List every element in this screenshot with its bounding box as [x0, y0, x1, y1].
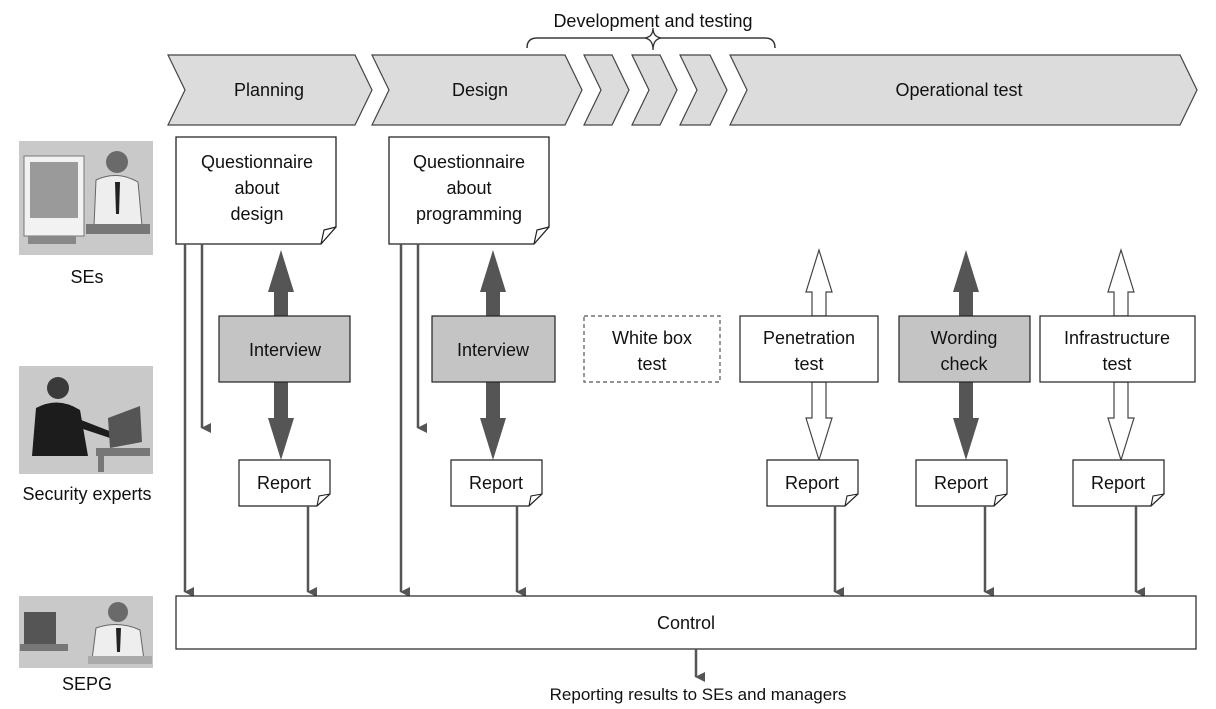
double-arrow-penetration [805, 247, 833, 463]
penetration-line2: test [794, 354, 823, 374]
report-doc-2 [450, 459, 543, 507]
penetration-test-box [739, 315, 879, 383]
sepg-figure [19, 596, 153, 668]
questionnaire-design-doc [175, 136, 337, 245]
control-label: Control [657, 613, 715, 633]
role-sepg-label: SEPG [62, 674, 112, 694]
penetration-line1: Penetration [763, 328, 855, 348]
phase-design-label: Design [452, 80, 508, 100]
phase-operational-label: Operational test [895, 80, 1022, 100]
chevron-planning [167, 54, 373, 126]
report-doc-1 [238, 459, 331, 507]
wording-check-box [898, 315, 1031, 383]
questionnaire-programming-line1: Questionnaire [413, 152, 525, 172]
phase-chevrons [167, 54, 1198, 126]
white-box-line2: test [637, 354, 666, 374]
report-doc-3 [766, 459, 859, 507]
interview-2-label: Interview [457, 340, 530, 360]
questionnaire-design-line1: Questionnaire [201, 152, 313, 172]
report-4-label: Report [934, 473, 988, 493]
ses-figure [19, 141, 153, 255]
wording-line2: check [940, 354, 988, 374]
role-ses-label: SEs [70, 267, 103, 287]
chevron-dev-1 [583, 54, 630, 126]
double-arrow-interview-2 [480, 250, 506, 460]
infrastructure-line2: test [1102, 354, 1131, 374]
development-bracket-line [526, 37, 776, 51]
wording-line1: Wording [931, 328, 998, 348]
thin-arrows [183, 244, 1145, 597]
interview-1-label: Interview [249, 340, 322, 360]
infrastructure-line1: Infrastructure [1064, 328, 1170, 348]
security-experts-figure [19, 366, 153, 474]
bracket-label: Development and testing [553, 11, 752, 31]
interview-box-2 [431, 315, 556, 383]
questionnaire-programming-line3: programming [416, 204, 522, 224]
phase-planning-label: Planning [234, 80, 304, 100]
report-doc-5 [1072, 459, 1165, 507]
control-box [175, 595, 1197, 650]
double-arrow-wording [953, 250, 979, 460]
report-1-label: Report [257, 473, 311, 493]
chevron-design [371, 54, 583, 126]
report-doc-4 [915, 459, 1008, 507]
chevron-dev-3 [679, 54, 728, 126]
chevron-dev-2 [631, 54, 678, 126]
report-3-label: Report [785, 473, 839, 493]
questionnaire-design-line2: about [234, 178, 279, 198]
chevron-operational [729, 54, 1198, 126]
report-2-label: Report [469, 473, 523, 493]
role-security-experts-label: Security experts [22, 484, 151, 504]
interview-box-1 [218, 315, 351, 383]
double-arrow-interview-1 [268, 250, 294, 460]
white-box-line1: White box [612, 328, 692, 348]
white-box-test-box [583, 315, 721, 383]
infrastructure-test-box [1039, 315, 1196, 383]
report-5-label: Report [1091, 473, 1145, 493]
control-output-label: Reporting results to SEs and managers [550, 685, 847, 704]
questionnaire-programming-line2: about [446, 178, 491, 198]
questionnaire-programming-doc [388, 136, 550, 245]
questionnaire-design-line3: design [230, 204, 283, 224]
